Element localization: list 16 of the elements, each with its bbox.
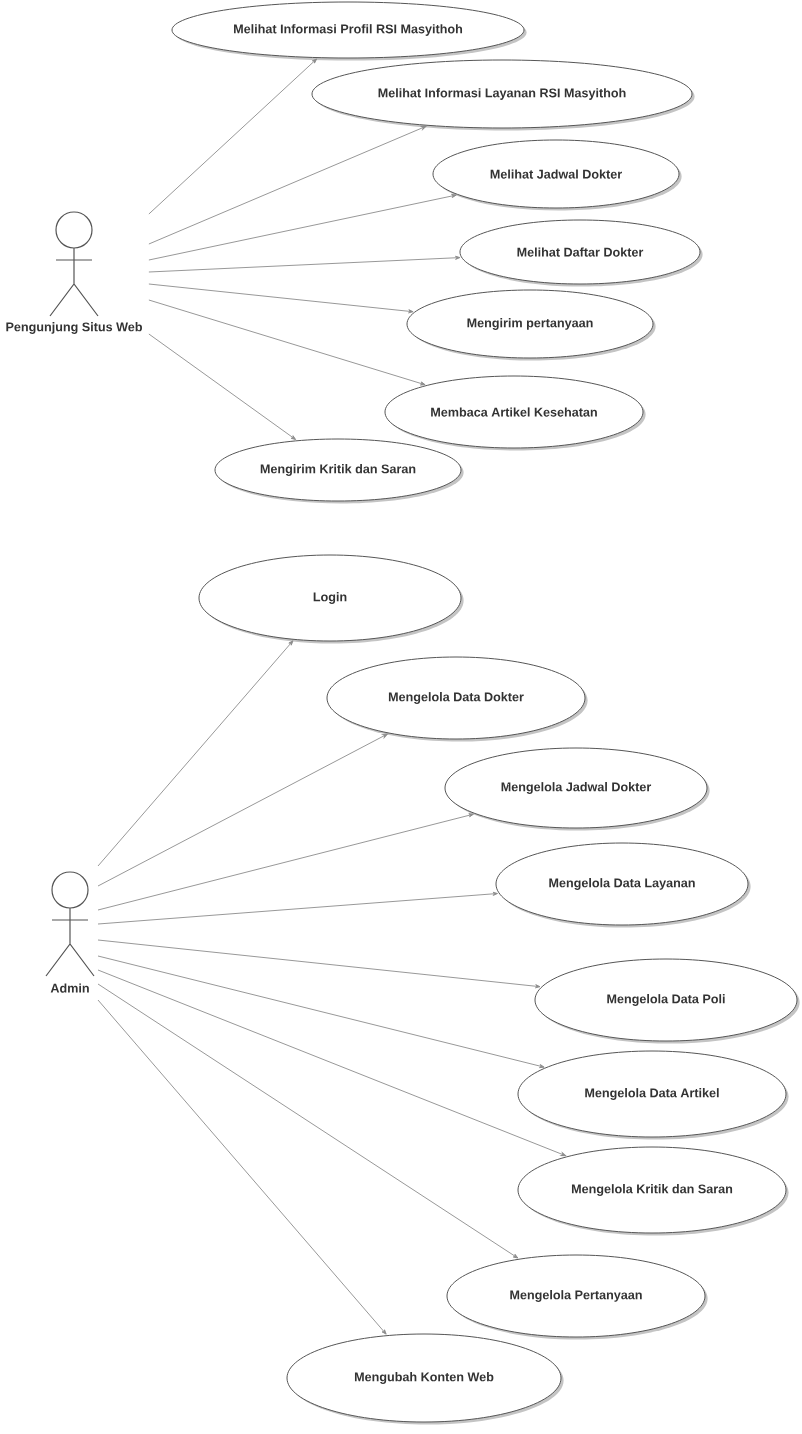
arrow (97, 969, 567, 1157)
arrow (97, 813, 474, 911)
arrow (97, 733, 388, 887)
arrow (148, 194, 457, 261)
arrow (148, 125, 427, 245)
arrow (148, 333, 297, 440)
arrow (148, 283, 414, 314)
arrow (97, 891, 498, 925)
arrow (148, 255, 461, 273)
arrow (97, 983, 519, 1259)
arrow (97, 939, 541, 989)
arrow (97, 955, 545, 1069)
arrow (148, 299, 426, 386)
arrow (97, 999, 387, 1335)
arrow (148, 58, 318, 215)
arrow (97, 640, 294, 867)
